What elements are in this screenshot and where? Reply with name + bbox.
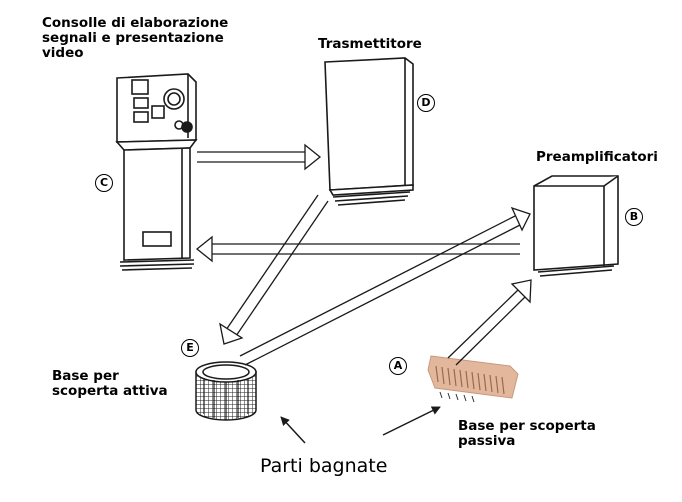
badge-d: D	[417, 94, 435, 112]
preamplifier-box-icon	[533, 175, 619, 277]
console-label: Consolle di elaborazione segnali e prese…	[42, 15, 229, 61]
transmitter-label: Trasmettitore	[318, 36, 422, 52]
wetted-parts-caption: Parti bagnate	[260, 455, 388, 477]
cylindrical-transducer-icon	[195, 361, 257, 421]
connector-preamplifiers-to-console	[195, 235, 520, 263]
passive-array-icon	[427, 355, 519, 403]
badge-e: E	[181, 339, 199, 357]
active-base-label: Base per scoperta attiva	[52, 368, 168, 399]
connector-console-to-transmitter	[197, 143, 322, 171]
console-cabinet-icon	[115, 73, 198, 271]
passive-base-label: Base per scoperta passiva	[458, 418, 596, 449]
preamplifiers-label: Preamplificatori	[536, 149, 658, 165]
badge-c: C	[95, 174, 113, 192]
pointer-arrow-passive-base	[382, 406, 441, 436]
transmitter-cabinet-icon	[324, 57, 414, 206]
connector-transmitter-to-active-base	[219, 194, 329, 345]
connector-passive-base-to-preamplifiers	[447, 279, 532, 366]
pointer-arrow-active-base	[280, 416, 306, 444]
connector-active-base-to-preamplifiers	[239, 206, 531, 366]
badge-a: A	[389, 357, 407, 375]
badge-b: B	[625, 208, 643, 226]
